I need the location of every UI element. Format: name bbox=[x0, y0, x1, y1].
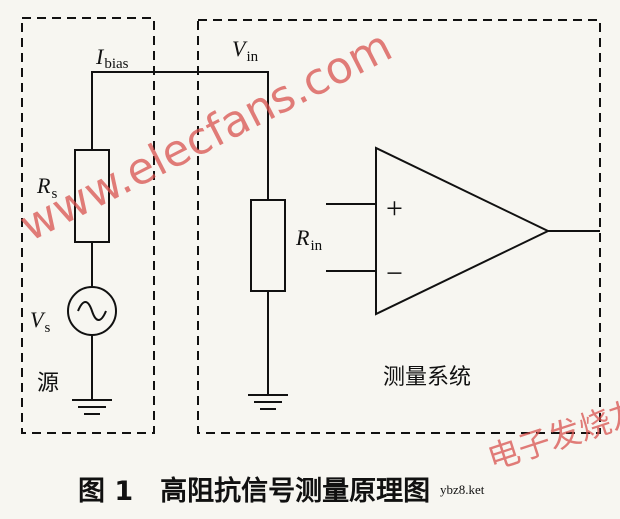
source-label: 源 bbox=[37, 371, 59, 396]
ibias-label: Ibias bbox=[95, 44, 129, 72]
watermark-small: ybz8.ket bbox=[440, 482, 485, 497]
plus-sign: + bbox=[386, 192, 403, 225]
minus-sign: − bbox=[386, 257, 403, 290]
watermark-site: www.elecfans.com bbox=[12, 20, 400, 251]
figure-caption: 图 1 高阻抗信号测量原理图 bbox=[78, 475, 430, 507]
rin-resistor bbox=[250, 199, 286, 292]
rs-label: Rs bbox=[36, 173, 57, 202]
watermark-cn: 电子发烧友 bbox=[483, 392, 620, 478]
sine-icon bbox=[77, 301, 107, 321]
ground-icon-left bbox=[72, 399, 112, 415]
top-wire bbox=[91, 71, 269, 200]
vs-label: Vs bbox=[30, 307, 50, 336]
measurement-system-label: 测量系统 bbox=[383, 365, 471, 390]
source-box bbox=[21, 17, 155, 434]
vin-label: Vin bbox=[232, 36, 259, 65]
op-amp-triangle bbox=[375, 146, 551, 316]
rin-label: Rin bbox=[295, 225, 323, 254]
measurement-system-box bbox=[197, 19, 601, 434]
ground-icon-right bbox=[248, 394, 288, 410]
